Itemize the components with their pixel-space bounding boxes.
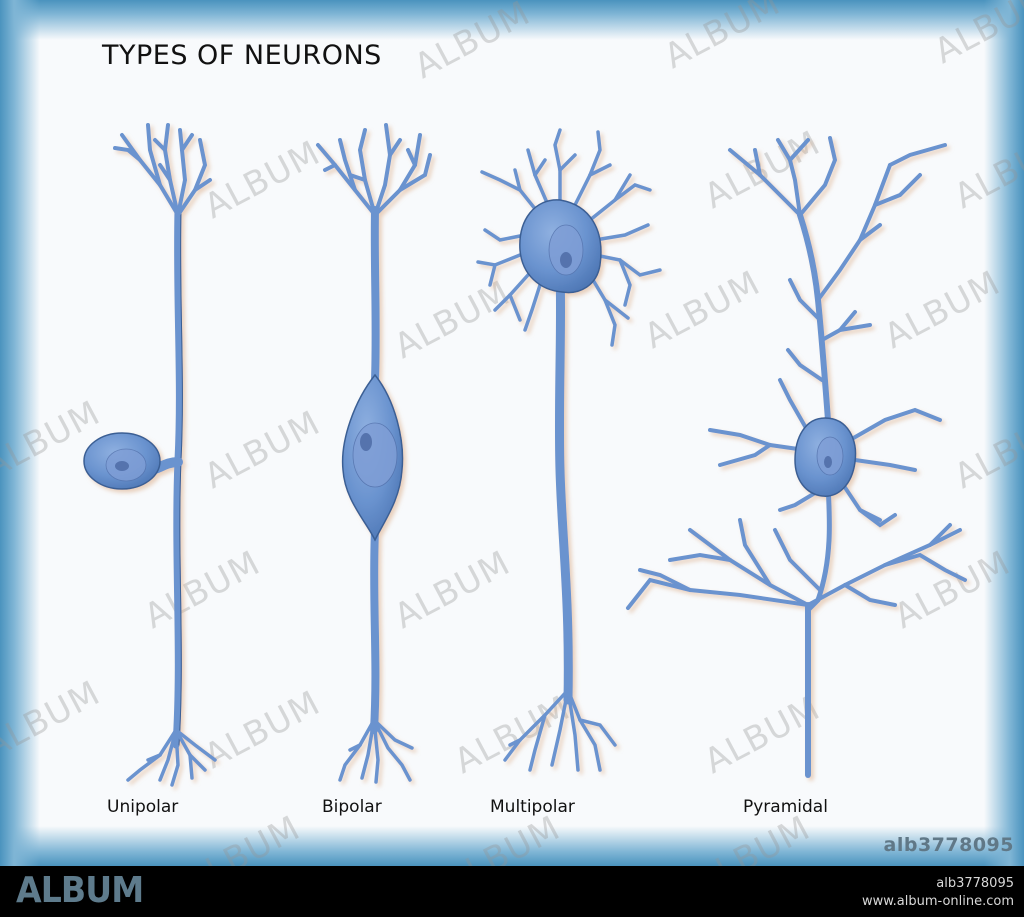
label-bipolar: Bipolar [322,797,382,817]
multipolar-neuron [476,128,662,772]
pyramidal-neuron [626,136,967,778]
label-unipolar: Unipolar [107,797,179,817]
footer-image-id: alb3778095 [936,876,1014,891]
diagram-title: TYPES OF NEURONS [102,40,382,71]
image-id-watermark: alb3778095 [883,834,1014,856]
unipolar-neuron [83,123,217,787]
footer-url[interactable]: www.album-online.com [861,894,1014,909]
label-multipolar: Multipolar [490,797,575,817]
footer-bar: ALBUM alb3778095 www.album-online.com [0,866,1024,917]
bipolar-neuron [316,123,432,784]
label-pyramidal: Pyramidal [743,797,828,817]
neuron-illustrations [83,123,967,787]
album-logo: ALBUM [16,870,144,911]
